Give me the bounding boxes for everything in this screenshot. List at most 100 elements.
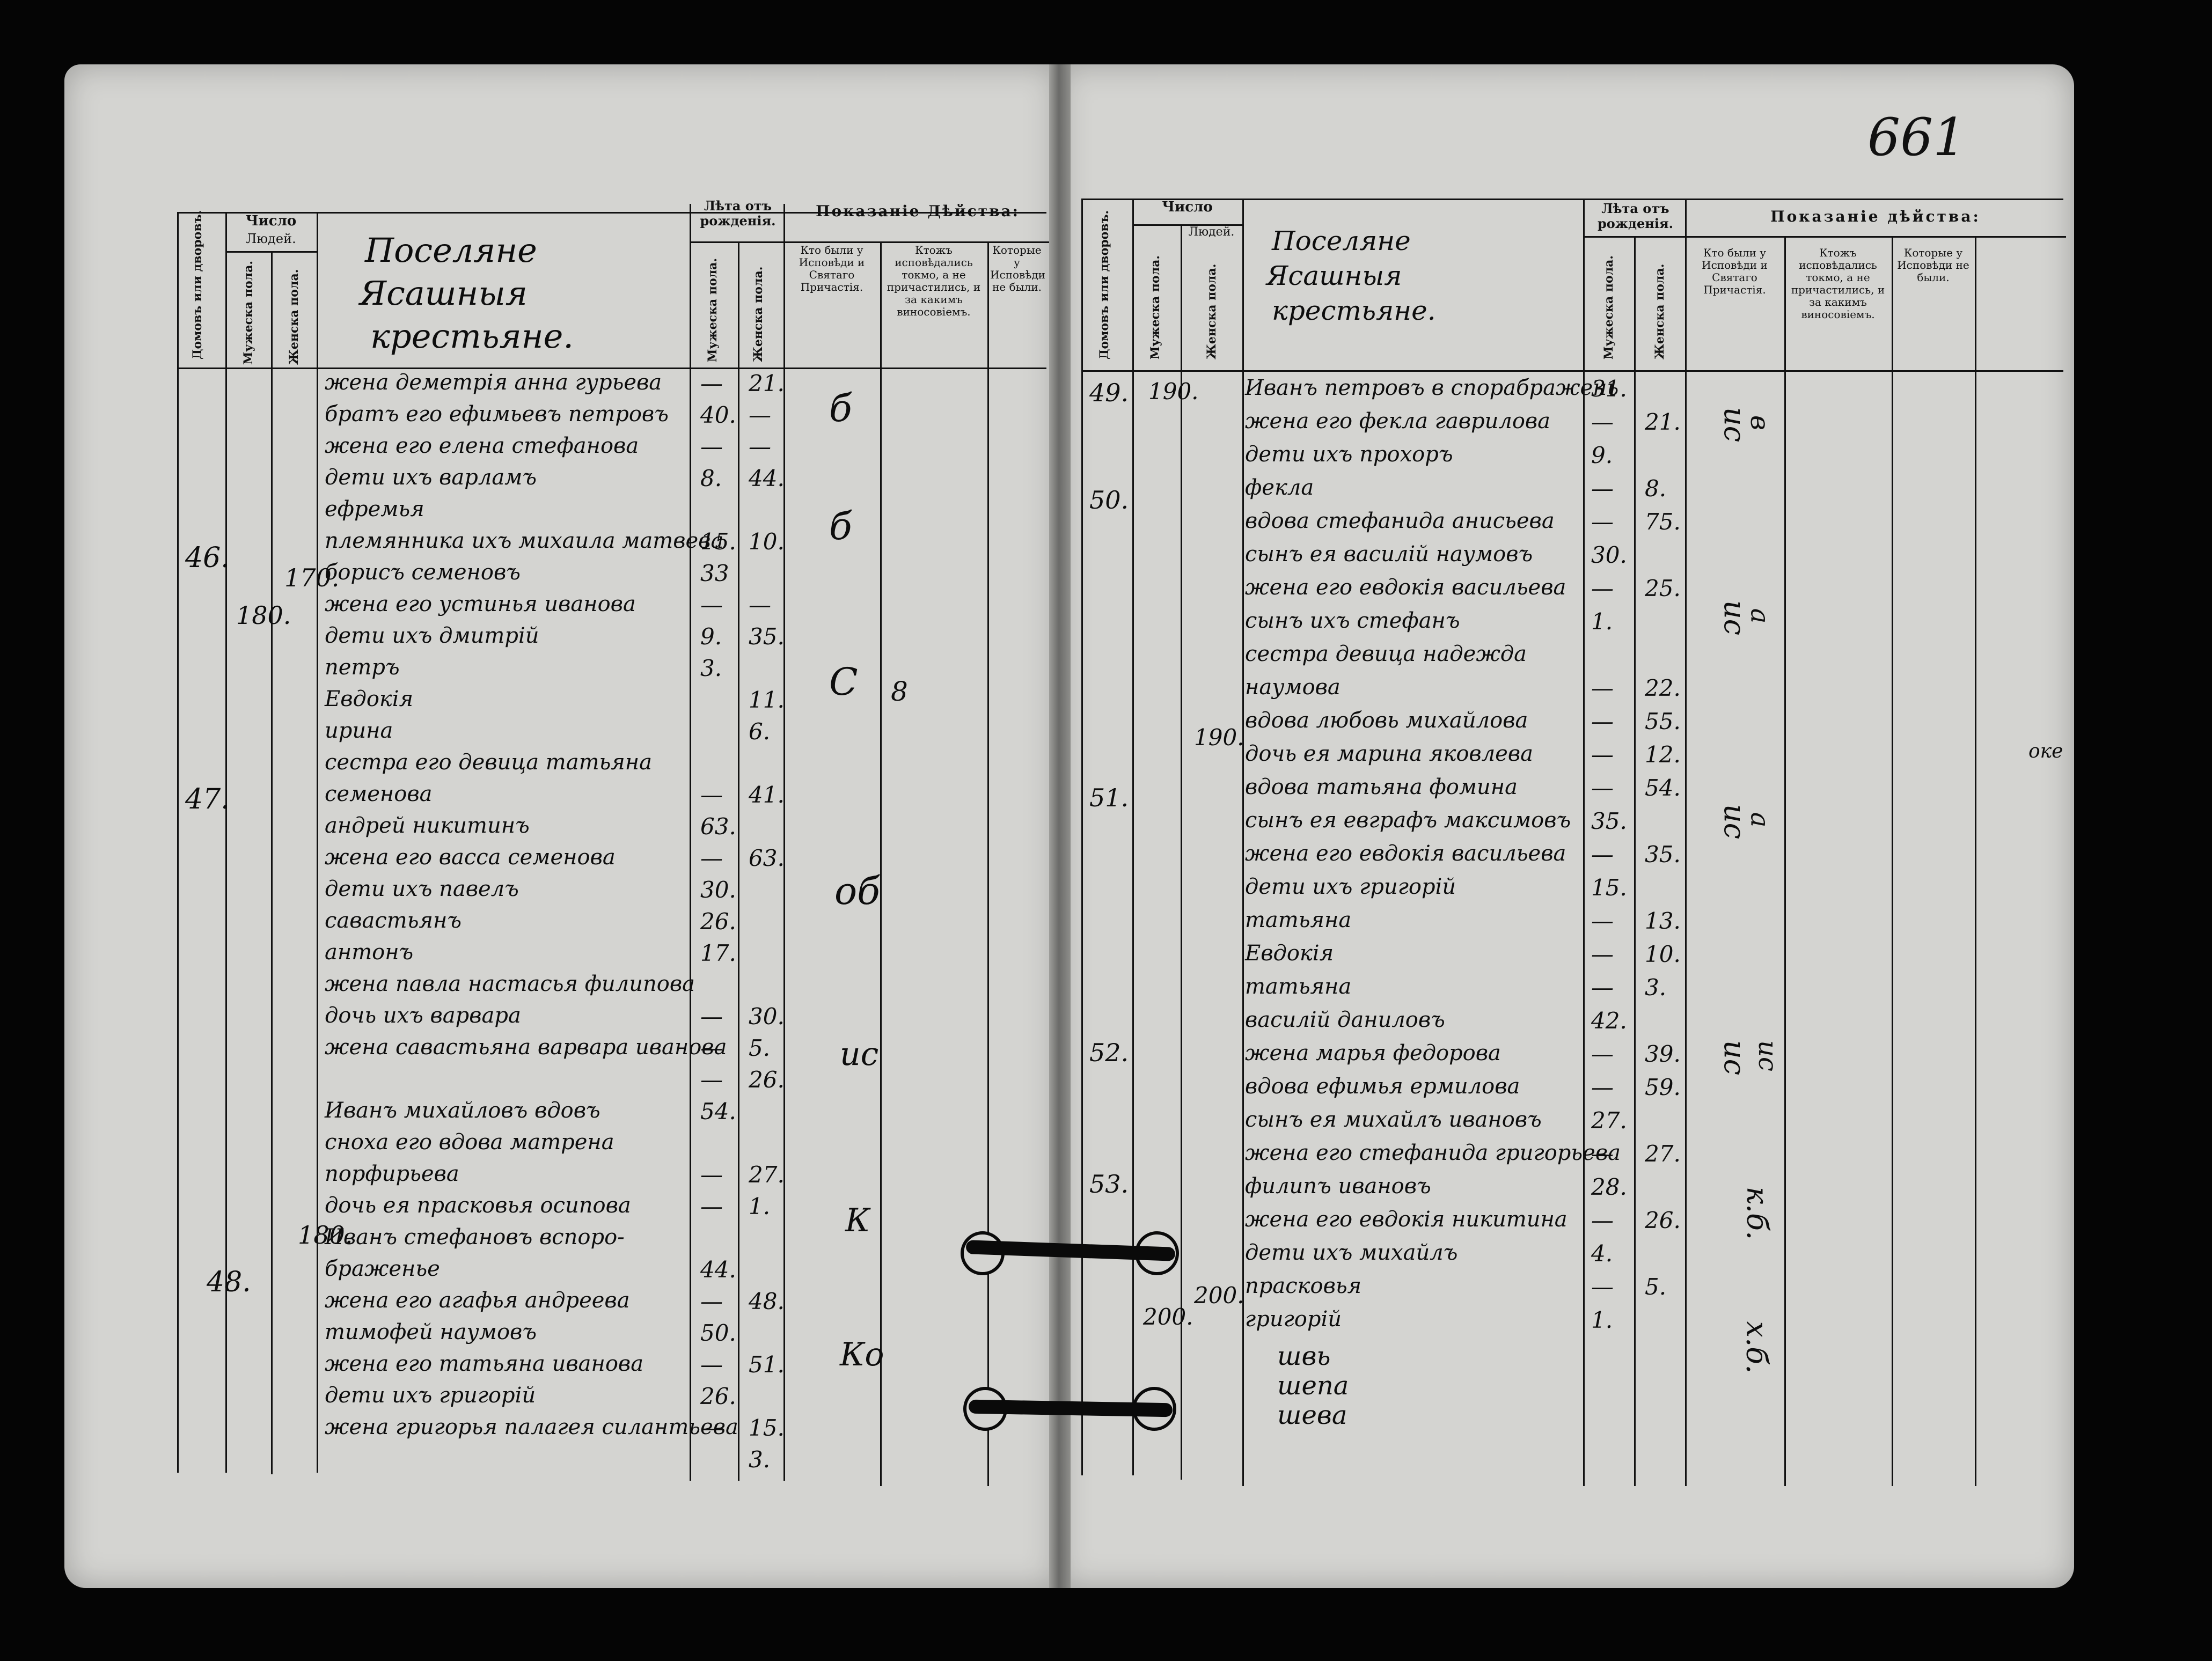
entry-female-age: 26. <box>1645 1207 1681 1233</box>
entry-male-age: 35. <box>1591 808 1627 834</box>
entry-name: Евдокія <box>1245 941 1334 966</box>
entry-male-age: 40. <box>700 402 736 428</box>
entry-female-age: 6. <box>749 718 771 745</box>
entry-name: наумова <box>1245 675 1341 700</box>
entry-name: сынъ ихъ стефанъ <box>1245 608 1460 633</box>
entry-female-age: 21. <box>749 370 785 396</box>
entry-male-age: 44. <box>700 1256 736 1283</box>
header-kto-byli-right: Кто были у Исповѣди и Святаго Причастія. <box>1702 246 1768 296</box>
entry-name: дочь ихъ варвара <box>325 1003 521 1028</box>
entry-name: дети ихъ прохоръ <box>1245 442 1453 467</box>
entry-name: вдова ефимья ермилова <box>1245 1074 1520 1099</box>
entry-male-age: — <box>700 1003 723 1030</box>
entry-name: жена его евдокія никитина <box>1245 1207 1568 1232</box>
right-house-53: 53. <box>1089 1170 1129 1199</box>
entry-name: антонъ <box>325 940 414 965</box>
entry-name: порфирьева <box>325 1162 459 1186</box>
entry-name: сестра девица надежда <box>1245 642 1527 666</box>
entry-name: тимофей наумовъ <box>325 1320 537 1344</box>
entry-male-age: — <box>1591 509 1614 535</box>
entry-male-age: — <box>1591 741 1614 768</box>
right-page <box>1060 64 2074 1588</box>
entry-male-age: 3. <box>700 655 722 681</box>
left-mark-6: ис <box>840 1035 879 1073</box>
entry-name: жена его устинья иванова <box>325 592 636 616</box>
entry-name: василiй даниловъ <box>1245 1008 1445 1032</box>
right-mark-10: х.б. <box>1740 1321 1774 1374</box>
entry-male-age: 28. <box>1591 1174 1627 1200</box>
entry-name: племянника ихъ михаила матвева <box>325 528 724 553</box>
entry-female-age: 75. <box>1645 509 1681 535</box>
entry-name: жена марья федорова <box>1245 1041 1501 1065</box>
entry-name: дети ихъ григорiй <box>1245 874 1456 899</box>
entry-male-age: — <box>1591 1041 1614 1067</box>
entry-name: жена его евдокія васильева <box>1245 575 1566 600</box>
entry-name: савастьянъ <box>325 908 462 933</box>
entry-name: вдова любовь михайлова <box>1245 708 1528 733</box>
right-house-50: 50. <box>1089 486 1129 515</box>
header-zhen-right: Женска пола. <box>1205 263 1219 359</box>
entry-name: григорiй <box>1245 1307 1342 1332</box>
entry-female-age: 30. <box>749 1003 785 1030</box>
entry-male-age: — <box>1591 475 1614 502</box>
header-kto-zh-right: Ктожъ исповѣдались токмо, а не причастил… <box>1791 246 1885 321</box>
entry-male-age: — <box>700 592 723 618</box>
entry-name: жена его васса семенова <box>325 845 616 870</box>
entry-male-age: 15. <box>700 528 736 555</box>
header-pokazanie-right: Показаніе дѣйства: <box>1770 208 1981 225</box>
entry-male-age: 54. <box>700 1098 736 1125</box>
margin-note: оке <box>2028 740 2063 762</box>
entry-female-age: 10. <box>749 528 785 555</box>
right-heading-line3: крестьяне. <box>1272 295 1436 326</box>
right-mark-8: ис <box>1752 1040 1783 1071</box>
entry-male-age: 26. <box>700 1383 736 1409</box>
left-house-47: 47. <box>185 783 230 815</box>
entry-name: жена его фекла гаврилова <box>1245 409 1551 433</box>
left-house-48: 48. <box>207 1266 251 1298</box>
header-domov-right: Домовъ или дворовъ. <box>1097 210 1111 359</box>
header-zhen-leta: Женска пола. <box>751 266 765 362</box>
right-mark-2: в <box>1744 415 1775 430</box>
right-mark-7: ис <box>1718 1040 1752 1076</box>
header-kto-byli: Кто были у Исповѣди и Святаго Причастія. <box>799 244 865 293</box>
entry-male-age: 42. <box>1591 1008 1627 1034</box>
entry-name: семенова <box>325 782 433 806</box>
right-count-200a: 200. <box>1143 1304 1193 1330</box>
left-mark-7: К <box>845 1202 870 1239</box>
header-leta-right: Лѣта отъ рожденія. <box>1597 201 1674 231</box>
entry-male-age: — <box>1591 775 1614 801</box>
entry-female-age: 35. <box>749 623 785 650</box>
header-muzh-leta: Мужеска пола. <box>706 258 720 362</box>
entry-male-age: — <box>700 1193 723 1219</box>
entry-name: дочь ея марина яковлева <box>1245 741 1533 766</box>
entry-female-age: 44. <box>749 465 785 491</box>
entry-female-age: 25. <box>1645 575 1681 601</box>
header-muzh: Мужеска пола. <box>241 260 255 365</box>
entry-name: ефремья <box>325 497 424 521</box>
entry-male-age: 17. <box>700 940 736 966</box>
entry-male-age: 26. <box>700 908 736 935</box>
left-mark-2: б <box>829 504 852 548</box>
right-house-52: 52. <box>1089 1038 1129 1067</box>
entry-name: жена его агафья андреева <box>325 1288 630 1313</box>
right-count-200b: 200. <box>1194 1282 1244 1309</box>
entry-female-age: 54. <box>1645 775 1681 801</box>
entry-female-age: 48. <box>749 1288 785 1314</box>
right-footer-3: шева <box>1277 1400 1347 1430</box>
right-footer-1: швь <box>1277 1341 1331 1371</box>
entry-name: вдова татьяна фомина <box>1245 775 1518 799</box>
entry-name: вдова стефанида анисьева <box>1245 509 1555 533</box>
left-mark-8: Ко <box>840 1336 884 1373</box>
entry-female-age: 26. <box>749 1067 785 1093</box>
entry-name: андрей никитинъ <box>325 813 530 838</box>
entry-male-age: — <box>1591 1074 1614 1100</box>
entry-name: дети ихъ михайлъ <box>1245 1240 1458 1265</box>
entry-female-age: 51. <box>749 1351 785 1378</box>
entry-name: жена его елена стефанова <box>325 433 639 458</box>
entry-female-age: 8. <box>1645 475 1667 502</box>
right-count-190b: 190. <box>1194 724 1244 751</box>
header-lyudei: Людей. <box>246 231 296 246</box>
entry-female-age: — <box>749 402 771 428</box>
left-page <box>64 64 1057 1588</box>
header-kotorye: Которые у Исповѣди не были. <box>990 244 1045 293</box>
